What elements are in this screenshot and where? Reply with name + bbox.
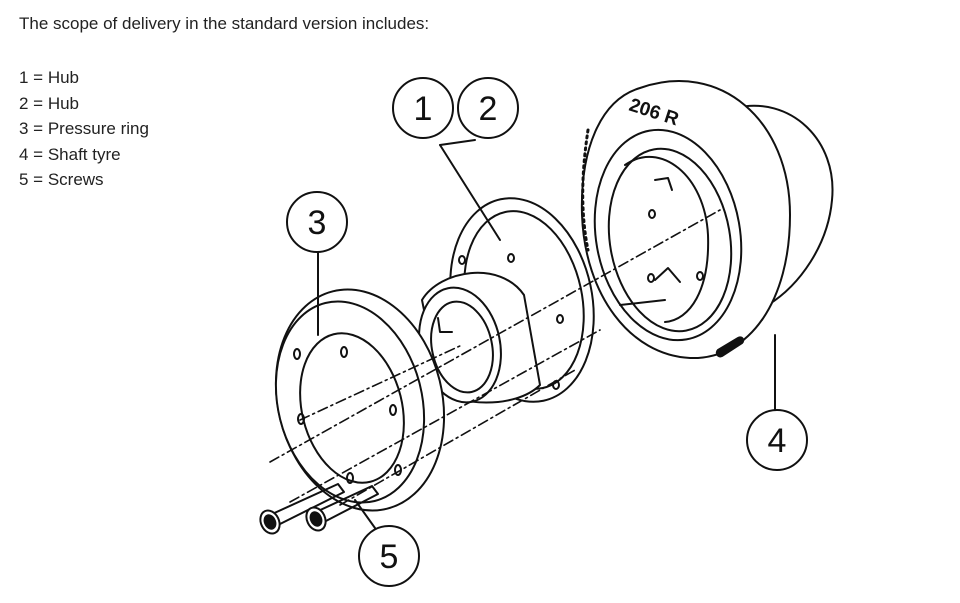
callout-number-5: 5 <box>380 538 399 576</box>
callout-circle-5 <box>358 525 420 587</box>
legend-item-hub-1: 1 = Hub <box>19 68 80 87</box>
callout-circle-2 <box>457 77 519 139</box>
callout-circle-1 <box>392 77 454 139</box>
leader-line-1 <box>439 144 501 241</box>
intro-text: The scope of delivery in the standard ve… <box>19 14 430 33</box>
screws <box>259 483 379 535</box>
legend-item-pressure-ring: 3 = Pressure ring <box>19 119 149 139</box>
legend-item-shaft-tyre: 4 = Shaft tyre <box>19 144 121 164</box>
callout-number-2: 2 <box>479 90 498 128</box>
callout-number-1: 1 <box>414 90 433 128</box>
axis-lines <box>269 209 721 506</box>
callout-circle-3 <box>286 191 348 253</box>
callout-circle-4 <box>746 409 808 471</box>
callout-number-4: 4 <box>768 422 787 460</box>
legend-item-hub-2: 2 = Hub <box>19 93 80 113</box>
shaft-tyre <box>580 80 834 360</box>
parts-legend: 1 = Hub 2 = Hub 3 = Pressure ring 4 = Sh… <box>19 65 149 193</box>
pressure-ring <box>274 288 446 512</box>
legend-item-screws: 5 = Screws <box>19 170 104 190</box>
callout-number-3: 3 <box>308 204 327 242</box>
leader-line-2 <box>439 139 476 146</box>
hub <box>418 197 595 404</box>
